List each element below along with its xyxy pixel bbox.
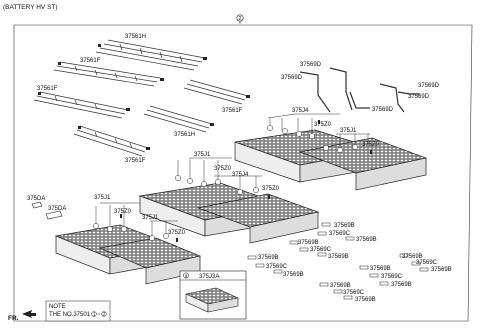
label-37569c-5: 37569C: [381, 274, 403, 280]
label-37569b-11: 37569B: [330, 283, 351, 289]
fr-arrow-icon: [22, 310, 36, 318]
front-indicator: FR.: [8, 310, 36, 322]
label-37569b-3: 37569B: [298, 240, 319, 246]
label-37569b-7: 37569B: [402, 254, 423, 260]
label-37569c-3: 37569C: [266, 264, 288, 270]
note-title: NOTE: [49, 304, 66, 310]
label-37569b-10: 37569B: [391, 282, 412, 288]
label-37569c-4: 37569C: [416, 260, 438, 266]
label-375j1-right: 375J1: [340, 128, 357, 134]
label-37569c-6: 37569C: [343, 290, 365, 296]
fr-label: FR.: [8, 315, 19, 322]
part-375da: [31, 201, 63, 220]
label-375z0-mid-1: 375Z0: [214, 166, 232, 172]
label-37569d-2: 37569D: [281, 75, 303, 81]
label-375j4-right: 375J4: [292, 108, 309, 114]
top-callout: 2: [236, 14, 244, 22]
note-box: NOTE THE NO.37501 : 1 ~ 2: [45, 300, 111, 322]
outer-frame: [13, 24, 473, 322]
wire-harness-group: [33, 39, 249, 157]
battery-module-middle: [138, 182, 320, 244]
note-sep: ~: [97, 312, 101, 318]
label-37569c-1: 37569C: [329, 231, 351, 237]
label-37569d-1: 37569D: [300, 62, 322, 68]
note-text: THE NO.37501 :: [49, 312, 94, 318]
label-37569b-9: 37569B: [370, 266, 391, 272]
label-37569b-1: 37569B: [334, 223, 355, 229]
battery-module-left: [54, 224, 202, 285]
label-375z0-left-1: 375Z0: [114, 209, 132, 215]
label-37569d-5: 37569D: [418, 83, 440, 89]
callout-circles: [93, 125, 358, 241]
label-37569b-6: 37569B: [283, 272, 304, 278]
inset-label: 375J3A: [199, 274, 219, 280]
label-37569b-8: 37569B: [431, 267, 452, 273]
label-375z0-mid-2: 375Z0: [262, 186, 280, 192]
battery-module-right: [234, 129, 428, 191]
label-37561h-right: 37561H: [174, 132, 195, 138]
label-37561h-top: 37561H: [125, 34, 146, 40]
svg-text:2: 2: [239, 16, 242, 22]
label-375j4-mid: 375J4: [232, 172, 249, 178]
label-37561f-left-upper: 37561F: [80, 58, 101, 64]
label-37569d-4: 37569D: [408, 94, 430, 100]
label-375j1-mid: 375J1: [194, 152, 211, 158]
label-37569b-5: 37569B: [258, 255, 279, 261]
harness-connectors: [38, 44, 250, 150]
label-37569c-2: 37569C: [310, 247, 332, 253]
label-37569b-4: 37569B: [328, 254, 349, 260]
label-37569b-2: 37569B: [356, 237, 377, 243]
label-375da-2: 375DA: [48, 206, 66, 212]
label-375j1-left: 375J1: [94, 195, 111, 201]
label-375z0-right-2: 375Z0: [362, 142, 380, 148]
leader-lines: [95, 113, 370, 237]
bracket-group: [299, 67, 420, 113]
note-ref-1: 1: [93, 312, 96, 318]
label-375da-1: 375DA: [27, 196, 45, 202]
note-ref-2: 2: [103, 312, 106, 318]
small-clip-parts: [247, 222, 429, 300]
label-37569d-3: 37569D: [372, 107, 394, 113]
label-37561f-right: 37561F: [222, 108, 243, 114]
label-375j1-left-2: 375J1: [142, 215, 159, 221]
header-title: (BATTERY HV ST): [3, 4, 58, 11]
label-37569b-12: 37569B: [355, 297, 376, 303]
label-375z0-left-2: 375Z0: [168, 230, 186, 236]
inset-375j3a: a 375J3A: [179, 270, 247, 320]
label-37561f-bottom: 37561F: [125, 158, 146, 164]
fasteners: [120, 120, 372, 242]
label-375z0-right-1: 375Z0: [314, 122, 332, 128]
inset-callout: a: [185, 273, 188, 279]
label-37561f-left: 37561F: [37, 86, 58, 92]
